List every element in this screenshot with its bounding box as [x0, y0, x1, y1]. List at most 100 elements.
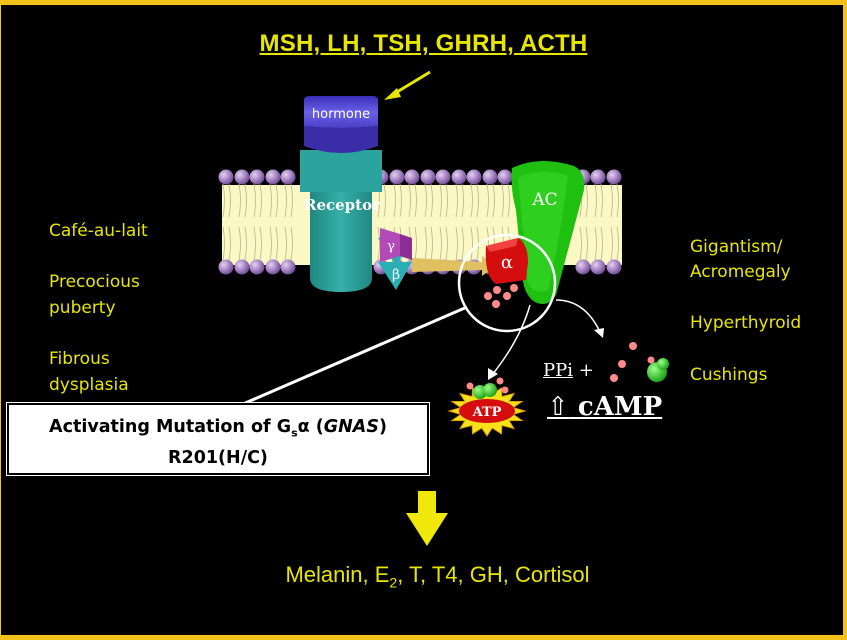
lipid-head — [280, 169, 296, 185]
lipid-tail — [476, 183, 479, 218]
hormone-ligand: hormone — [304, 96, 378, 153]
beta-label: β — [392, 267, 400, 283]
lipid-head — [249, 259, 265, 275]
lipid-tail — [399, 183, 402, 218]
lipid-tail — [269, 183, 272, 218]
lipid-head — [249, 169, 265, 185]
lipid-tail — [408, 183, 411, 218]
lipid-tail — [430, 226, 433, 261]
condition-hyperthyroid: Hyperthyroid — [690, 313, 802, 333]
lipid-head — [389, 169, 405, 185]
lipid-tail — [393, 183, 396, 218]
lipid-head — [218, 169, 234, 185]
lipid-head — [420, 169, 436, 185]
title-to-hormone-arrow — [384, 70, 431, 100]
downstream-arrow — [406, 491, 448, 546]
mutation-callout-box: Activating Mutation of Gsα (GNAS) R201(H… — [6, 402, 430, 476]
lipid-tail — [594, 183, 597, 218]
lipid-tail — [253, 226, 256, 261]
condition-cafe-au-lait: Café-au-lait — [49, 221, 148, 241]
lipid-tail — [616, 183, 619, 218]
lipid-tail — [610, 183, 613, 218]
condition-acromegaly: Acromegaly — [690, 262, 791, 282]
lipid-tail — [228, 226, 231, 261]
lipid-tail — [414, 226, 417, 261]
lipid-tail — [610, 226, 613, 261]
lipid-head — [404, 169, 420, 185]
lipid-tail — [377, 226, 380, 261]
g-protein-beta-gamma: γ β — [378, 228, 412, 290]
condition-dysplasia: dysplasia — [49, 375, 129, 395]
g-alpha-subunit: α — [485, 238, 528, 284]
lipid-tail — [414, 183, 417, 218]
lipid-tail — [600, 226, 603, 261]
lipid-tail — [269, 226, 272, 261]
lipid-tail — [290, 183, 293, 218]
lipid-tail — [290, 226, 293, 261]
lipid-tail — [228, 183, 231, 218]
lipid-tail — [470, 183, 473, 218]
adenylyl-cyclase: AC — [511, 160, 585, 304]
mutation-focus-circle — [242, 233, 557, 406]
lipid-tail — [383, 183, 386, 218]
condition-puberty: puberty — [49, 298, 116, 318]
mutation-line-2: R201(H/C) — [168, 447, 268, 468]
lipid-head — [435, 169, 451, 185]
lipid-tail — [253, 183, 256, 218]
condition-precocious: Precocious — [49, 272, 140, 292]
lipid-tail — [600, 183, 603, 218]
lipid-tail — [594, 226, 597, 261]
lipid-tail — [455, 183, 458, 218]
atp-molecule: ATP — [447, 377, 527, 437]
lipid-head — [218, 259, 234, 275]
alpha-label: α — [501, 252, 513, 273]
mutation-line-1: Activating Mutation of Gsα (GNAS) — [49, 417, 387, 440]
lipid-tail — [445, 226, 448, 261]
atp-conversion-arrows — [488, 299, 604, 380]
lipid-tail — [222, 226, 225, 261]
lipid-tail — [244, 226, 247, 261]
lipid-tail — [579, 226, 582, 261]
hormone-products: Melanin, E2, T, T4, GH, Cortisol — [285, 562, 590, 591]
lipid-tail — [424, 226, 427, 261]
lipid-head — [234, 169, 250, 185]
lipid-tail — [507, 183, 510, 218]
activation-arrow — [412, 256, 496, 276]
lipid-head — [234, 259, 250, 275]
camp-label: ⇧ cAMP — [547, 392, 663, 422]
lipid-head — [451, 169, 467, 185]
gamma-label: γ — [387, 239, 395, 254]
hormone-label: hormone — [312, 107, 370, 122]
lipid-tail — [470, 226, 473, 261]
lipid-tail — [259, 183, 262, 218]
lipid-tail — [616, 226, 619, 261]
lipid-head — [606, 169, 622, 185]
ppi-and-camp-molecules — [610, 342, 669, 382]
condition-fibrous: Fibrous — [49, 349, 110, 369]
condition-gigantism: Gigantism/ — [690, 237, 783, 257]
up-arrow-icon: ⇧ — [547, 392, 569, 422]
lipid-tail — [486, 183, 489, 218]
lipid-head — [590, 259, 606, 275]
receptor: Receptor — [300, 150, 382, 292]
lipid-tail — [585, 183, 588, 218]
lipid-tail — [238, 183, 241, 218]
lipid-head — [466, 169, 482, 185]
lipid-tail — [424, 183, 427, 218]
gtp-molecules — [484, 284, 518, 308]
lipid-tail — [439, 183, 442, 218]
lipid-head — [265, 259, 281, 275]
lipid-tail — [445, 183, 448, 218]
lipid-tail — [430, 183, 433, 218]
lipid-tail — [284, 226, 287, 261]
lipid-tail — [461, 226, 464, 261]
hormone-list-title: MSH, LH, TSH, GHRH, ACTH — [259, 30, 588, 57]
lipid-head — [590, 169, 606, 185]
lipid-tail — [238, 226, 241, 261]
lipid-tail — [244, 183, 247, 218]
ac-label: AC — [531, 190, 557, 210]
lipid-tail — [259, 226, 262, 261]
lipid-tail — [275, 183, 278, 218]
lipid-head — [482, 169, 498, 185]
